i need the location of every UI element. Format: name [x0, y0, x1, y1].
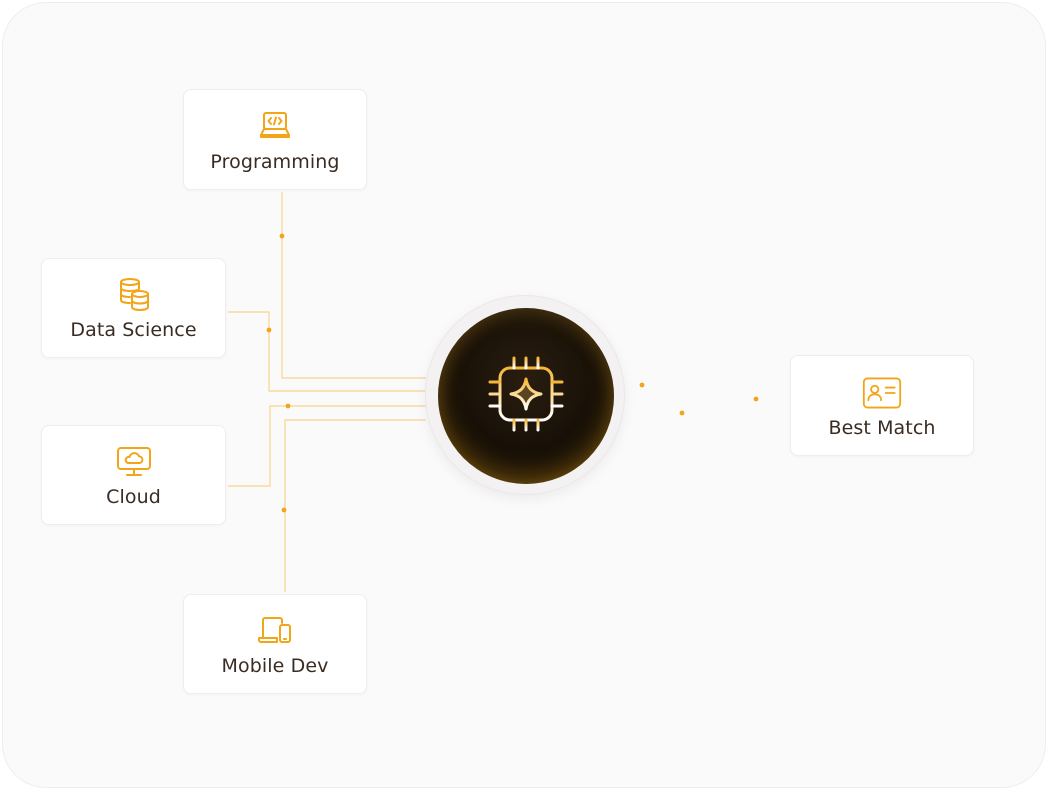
- ai-chip-sparkle-icon: [478, 346, 574, 447]
- node-cloud[interactable]: Cloud: [41, 425, 226, 525]
- node-label: Programming: [210, 150, 340, 173]
- node-best-match[interactable]: Best Match: [790, 355, 974, 456]
- wire-data-science: [228, 311, 426, 392]
- database-icon: [114, 275, 154, 315]
- wire-dot: [279, 233, 285, 239]
- node-label: Mobile Dev: [221, 655, 329, 677]
- wire-dot: [753, 396, 759, 402]
- wire-cloud: [228, 405, 426, 487]
- wire-dot: [285, 403, 291, 409]
- node-mobile-dev[interactable]: Mobile Dev: [183, 594, 367, 694]
- cloud-monitor-icon: [114, 442, 154, 482]
- wire-programming: [281, 192, 426, 379]
- node-label: Data Science: [70, 319, 197, 341]
- node-programming[interactable]: Programming: [183, 89, 367, 190]
- ai-hub: [438, 308, 614, 484]
- id-card-icon: [862, 373, 902, 413]
- laptop-code-icon: [255, 107, 295, 147]
- wire-dot: [266, 327, 272, 333]
- wire-dot: [639, 382, 645, 388]
- node-label: Cloud: [106, 486, 161, 508]
- wire-dot: [281, 507, 287, 513]
- wire-mobile-dev: [284, 419, 426, 592]
- laptop-phone-icon: [255, 611, 295, 651]
- node-data-science[interactable]: Data Science: [41, 258, 226, 358]
- node-label: Best Match: [828, 416, 936, 439]
- wire-dot: [679, 410, 685, 416]
